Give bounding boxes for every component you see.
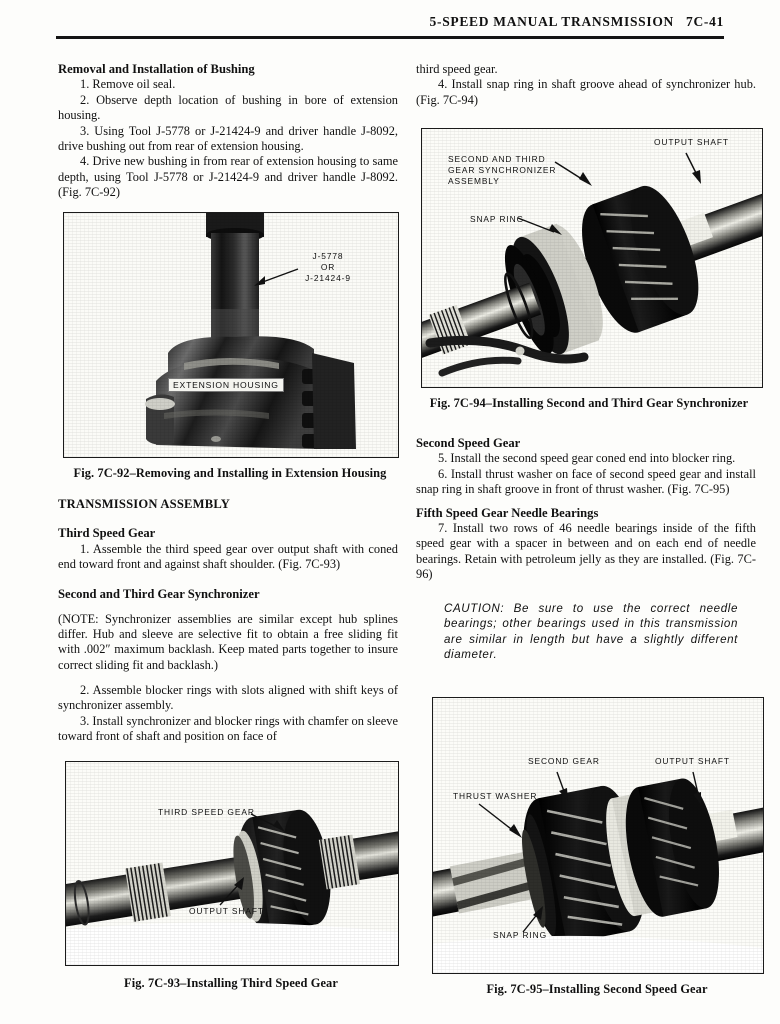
figure-7c-95-frame: SECOND GEAR OUTPUT SHAFT THRUST WASHER S… bbox=[432, 697, 764, 974]
figure-7c-93-photo bbox=[66, 762, 398, 965]
bushing-step-1: 1. Remove oil seal. bbox=[80, 77, 176, 92]
page-header: 5-SPEED MANUAL TRANSMISSION 7C-41 bbox=[56, 14, 724, 30]
callout-tool-line-2: OR bbox=[320, 262, 336, 272]
callout-thrust-washer: THRUST WASHER bbox=[453, 791, 538, 801]
right-column: third speed gear. 4. Install snap ring i… bbox=[416, 62, 756, 108]
left-column-lower: TRANSMISSION ASSEMBLY Third Speed Gear 1… bbox=[58, 497, 398, 744]
third-speed-gear-step-1: 1. Assemble the third speed gear over ou… bbox=[58, 541, 398, 572]
bushing-step-3: 3. Using Tool J-5778 or J-21424-9 and dr… bbox=[58, 123, 398, 154]
right-column-lower: Second Speed Gear 5. Install the second … bbox=[416, 436, 756, 663]
synchronizer-step-2: 2. Assemble blocker rings with slots ali… bbox=[58, 682, 398, 713]
caution-note: CAUTION: Be sure to use the correct need… bbox=[444, 601, 738, 662]
second-speed-gear-step-6: 6. Install thrust washer on face of seco… bbox=[416, 466, 756, 497]
heading-second-third-gear-synchronizer: Second and Third Gear Synchronizer bbox=[58, 586, 260, 601]
callout-synchronizer-assembly: SECOND AND THIRD GEAR SYNCHRONIZER ASSEM… bbox=[448, 154, 557, 186]
leader-line-third-speed-gear bbox=[250, 813, 285, 832]
bushing-step-4: 4. Drive new bushing in from rear of ext… bbox=[58, 154, 398, 200]
synchronizer-step-3: 3. Install synchronizer and blocker ring… bbox=[58, 713, 398, 744]
left-column: Removal and Installation of Bushing 1. R… bbox=[58, 62, 398, 201]
callout-output-shaft: OUTPUT SHAFT bbox=[189, 906, 264, 916]
third-speed-gear-artwork bbox=[66, 762, 398, 965]
leader-line-snap-ring bbox=[517, 217, 562, 235]
callout-output-shaft: OUTPUT SHAFT bbox=[655, 756, 730, 766]
figure-7c-92-frame: J-5778 OR J-21424-9 EXTENSION HOUSING bbox=[63, 212, 399, 458]
heading-second-speed-gear: Second Speed Gear bbox=[416, 436, 521, 450]
figure-7c-93-frame: THIRD SPEED GEAR OUTPUT SHAFT bbox=[65, 761, 399, 966]
callout-second-gear: SECOND GEAR bbox=[528, 756, 600, 766]
leader-line-output-shaft bbox=[692, 771, 701, 805]
synchronizer-assembly-artwork bbox=[422, 129, 762, 387]
figure-7c-92-photo bbox=[64, 213, 398, 457]
extension-housing-artwork bbox=[64, 213, 398, 457]
needle-bearings-step-7: 7. Install two rows of 46 needle bearing… bbox=[416, 521, 756, 582]
callout-snap-ring: SNAP RING bbox=[470, 214, 525, 224]
leader-line-second-gear bbox=[556, 771, 568, 801]
leader-line-thrust-washer bbox=[478, 803, 522, 838]
figure-7c-94-caption: Fig. 7C-94–Installing Second and Third G… bbox=[429, 396, 749, 410]
callout-tool-line-1: J-5778 bbox=[312, 251, 344, 261]
bushing-step-2: 2. Observe depth location of bushing in … bbox=[58, 92, 398, 123]
tag-extension-housing: EXTENSION HOUSING bbox=[168, 378, 284, 392]
second-speed-gear-step-5: 5. Install the second speed gear coned e… bbox=[438, 451, 736, 466]
figure-7c-93-caption: Fig. 7C-93–Installing Third Speed Gear bbox=[124, 976, 338, 990]
figure-7c-95-caption: Fig. 7C-95–Installing Second Speed Gear bbox=[486, 982, 708, 996]
figure-7c-92-caption: Fig. 7C-92–Removing and Installing in Ex… bbox=[73, 466, 387, 480]
callout-tool-line-3: J-21424-9 bbox=[305, 273, 351, 283]
callout-output-shaft: OUTPUT SHAFT bbox=[654, 137, 729, 147]
callout-tool-number: J-5778 OR J-21424-9 bbox=[288, 251, 368, 284]
heading-third-speed-gear: Third Speed Gear bbox=[58, 526, 156, 541]
heading-transmission-assembly: TRANSMISSION ASSEMBLY bbox=[58, 497, 231, 511]
header-title: 5-SPEED MANUAL TRANSMISSION bbox=[429, 14, 674, 29]
header-page-number: 7C-41 bbox=[686, 14, 724, 29]
leader-line-output-shaft bbox=[219, 877, 244, 906]
synchronizer-note: (NOTE: Synchronizer assemblies are simil… bbox=[58, 612, 398, 672]
second-speed-gear-artwork bbox=[433, 698, 763, 973]
header-rule bbox=[56, 36, 724, 39]
callout-third-speed-gear: THIRD SPEED GEAR bbox=[158, 807, 255, 817]
leader-line-tool bbox=[254, 268, 299, 286]
callout-snap-ring: SNAP RING bbox=[493, 930, 548, 940]
leader-line-output-shaft bbox=[685, 152, 701, 184]
continuation-text: third speed gear. bbox=[416, 62, 498, 76]
leader-line-synchronizer bbox=[554, 161, 592, 186]
heading-fifth-speed-gear-needle-bearings: Fifth Speed Gear Needle Bearings bbox=[416, 505, 599, 520]
leader-line-snap-ring bbox=[522, 906, 543, 933]
heading-removal-installation-bushing: Removal and Installation of Bushing bbox=[58, 62, 255, 76]
figure-7c-94-frame: SECOND AND THIRD GEAR SYNCHRONIZER ASSEM… bbox=[421, 128, 763, 388]
synchronizer-step-4: 4. Install snap ring in shaft groove ahe… bbox=[416, 77, 756, 107]
